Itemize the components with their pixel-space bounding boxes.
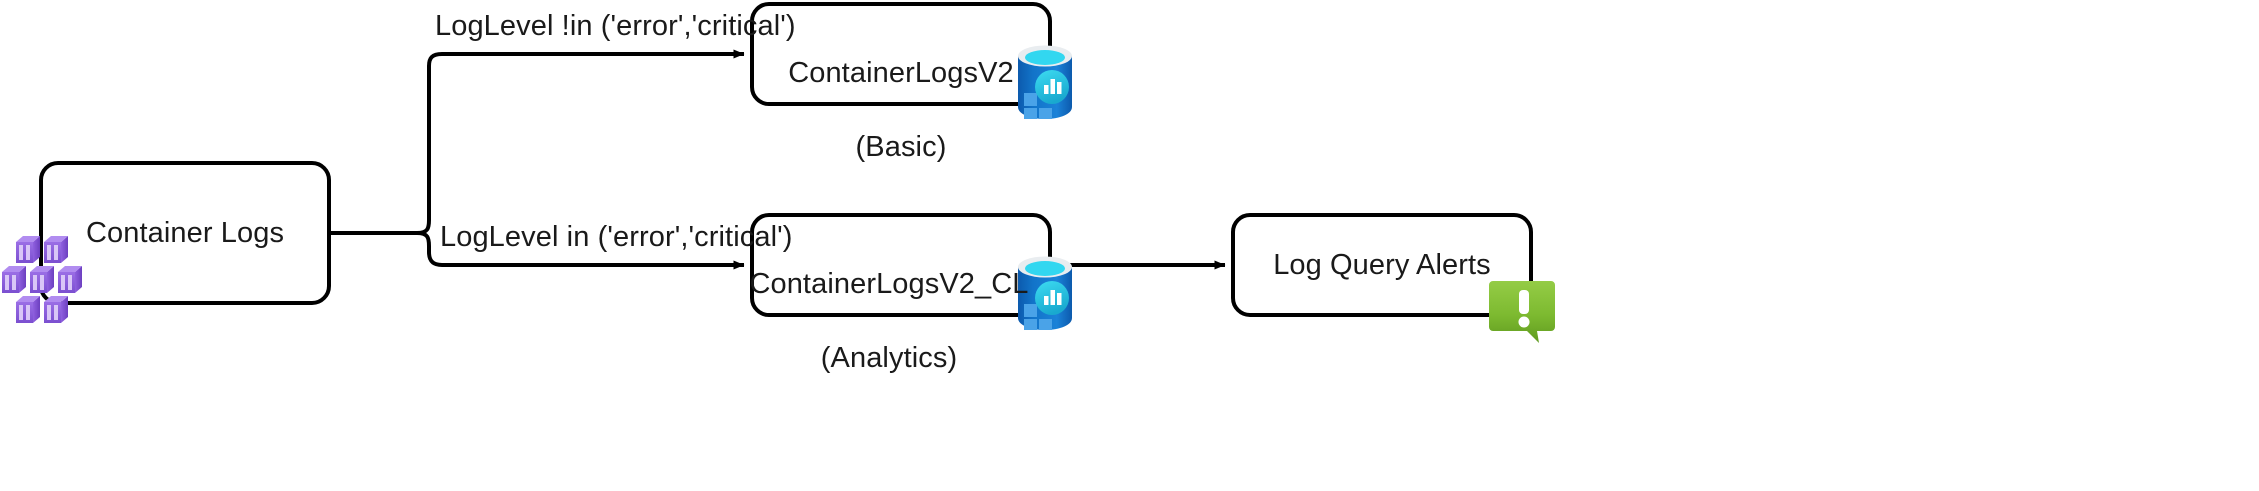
- edge-analytics-label: LogLevel in ('error','critical'): [440, 221, 793, 253]
- log-analytics-workspace-icon: [1018, 45, 1072, 119]
- node-containerlogsv2-basic-box[interactable]: [750, 2, 1052, 106]
- log-analytics-workspace-icon: [1018, 256, 1072, 330]
- node-containerlogsv2-cl-box[interactable]: [750, 213, 1052, 317]
- edge-basic-label: LogLevel !in ('error','critical'): [435, 10, 796, 42]
- container-cluster-icon: [2, 236, 82, 323]
- edge-analytics-path: [416, 231, 745, 270]
- node-log-query-alerts-box[interactable]: [1231, 213, 1533, 317]
- alert-callout-icon: [1489, 281, 1555, 343]
- node-container-logs-box[interactable]: [39, 161, 331, 305]
- edge-basic-path: [416, 49, 745, 235]
